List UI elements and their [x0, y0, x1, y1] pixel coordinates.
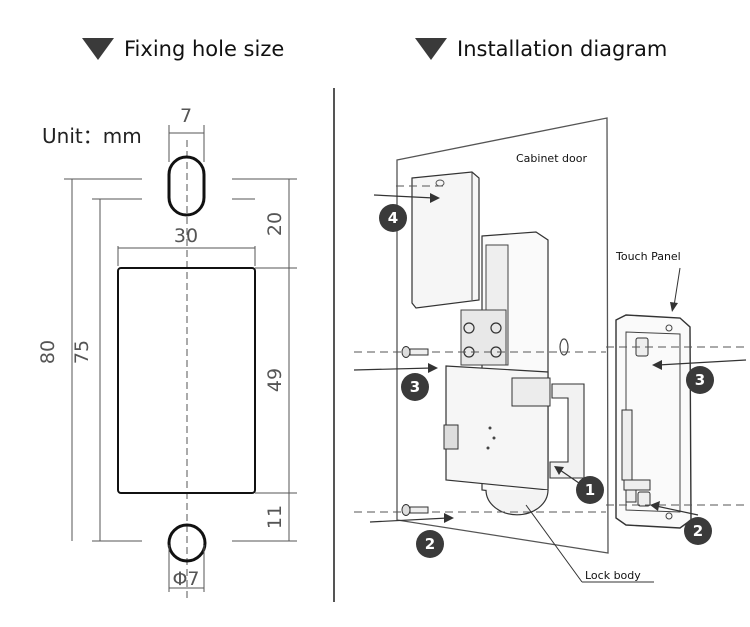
- step-3-badge-right: 3: [686, 366, 714, 394]
- step-2-badge-right: 2: [684, 517, 712, 545]
- hole-diameter-label: Φ7: [172, 568, 199, 590]
- latch-hook: [549, 383, 585, 479]
- lock-body-label: Lock body: [585, 569, 641, 582]
- step-2-badge-left: 2: [416, 530, 444, 558]
- latch-bolt: [511, 377, 551, 407]
- touch-panel-label: Touch Panel: [615, 250, 681, 263]
- cabinet-door-label: Cabinet door: [516, 152, 587, 165]
- bottom-round-hole: [167, 523, 207, 563]
- screw-lower: [401, 504, 429, 516]
- installation-diagram-header: Installation diagram: [415, 34, 667, 64]
- svg-text:3: 3: [410, 378, 420, 396]
- fixing-hole-size-panel: Fixing hole size Unit：mm 7 80 75 30: [0, 0, 333, 627]
- panel-cutout: [117, 267, 256, 494]
- door-slot: [559, 338, 569, 356]
- svg-text:1: 1: [585, 481, 595, 499]
- fixing-hole-size-header: Fixing hole size: [82, 34, 284, 64]
- installation-diagram-panel: Installation diagram Cabinet door: [336, 0, 750, 627]
- lock-cam: [485, 489, 549, 516]
- total-height-label: 80: [37, 340, 59, 364]
- top-offset-label: 20: [264, 212, 286, 236]
- panel-divider: [333, 88, 335, 602]
- step-4-badge: 4: [379, 204, 407, 232]
- top-slot-hole: [167, 155, 206, 217]
- installation-diagram-title: Installation diagram: [457, 37, 668, 61]
- bottom-offset-label: 11: [264, 505, 286, 529]
- svg-text:3: 3: [695, 371, 705, 389]
- installation-drawing: Cabinet door To: [353, 117, 747, 583]
- fixing-hole-size-title: Fixing hole size: [124, 37, 285, 61]
- cutout-height-label: 49: [264, 368, 286, 392]
- step-1-badge: 1: [576, 476, 604, 504]
- slot-width-label: 7: [180, 105, 192, 127]
- svg-text:4: 4: [388, 209, 398, 227]
- fixing-hole-drawing: 7 80 75 30 20 49 11 Φ7: [37, 105, 297, 600]
- triangle-down-icon: [82, 38, 114, 60]
- unit-label: Unit：mm: [42, 124, 142, 148]
- screw-upper: [401, 346, 429, 358]
- triangle-down-icon: [415, 38, 447, 60]
- cutout-width-label: 30: [174, 225, 198, 247]
- hole-spacing-label: 75: [71, 340, 93, 364]
- svg-text:2: 2: [693, 522, 703, 540]
- step-3-badge-left: 3: [401, 373, 429, 401]
- svg-text:2: 2: [425, 535, 435, 553]
- lock-cover: [411, 171, 480, 309]
